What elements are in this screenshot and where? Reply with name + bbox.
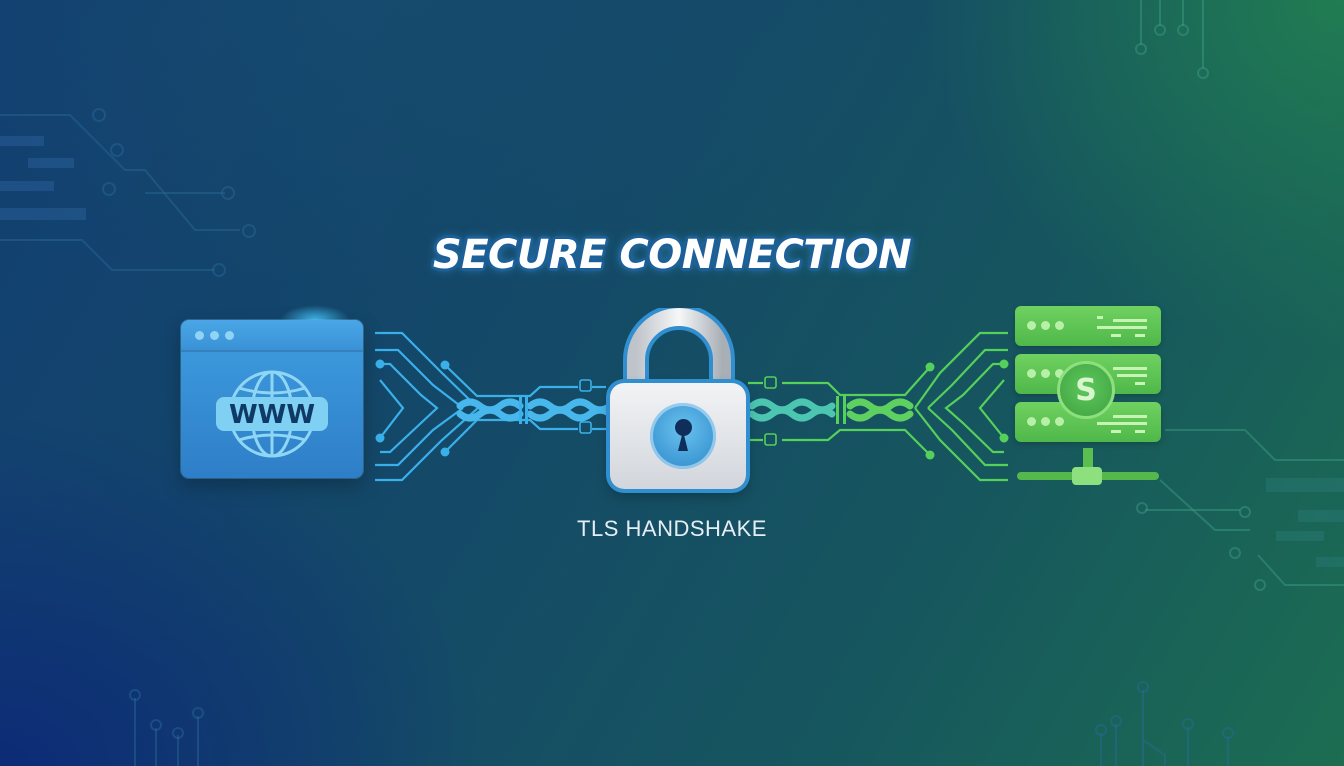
padlock: [606, 308, 752, 489]
globe-icon: WWW: [216, 370, 328, 458]
window-dot-icon: [195, 330, 204, 340]
network-node: [1072, 467, 1102, 485]
page-title: SECURE CONNECTION: [432, 232, 912, 278]
browser-title-bar: [181, 320, 363, 352]
www-label: WWW: [229, 400, 315, 430]
server-stack: S: [1015, 306, 1161, 486]
handshake-caption: TLS HANDSHAKE: [577, 516, 767, 541]
secure-server-badge: S: [1057, 361, 1115, 419]
client-browser-window: WWW: [181, 320, 363, 478]
padlock-shackle-icon: [623, 308, 735, 398]
server-unit: [1015, 306, 1161, 346]
network-stem: [1083, 448, 1093, 472]
padlock-body: [610, 383, 746, 489]
window-dot-icon: [210, 330, 219, 340]
window-dot-icon: [225, 330, 234, 340]
keyhole-icon: [650, 403, 716, 469]
